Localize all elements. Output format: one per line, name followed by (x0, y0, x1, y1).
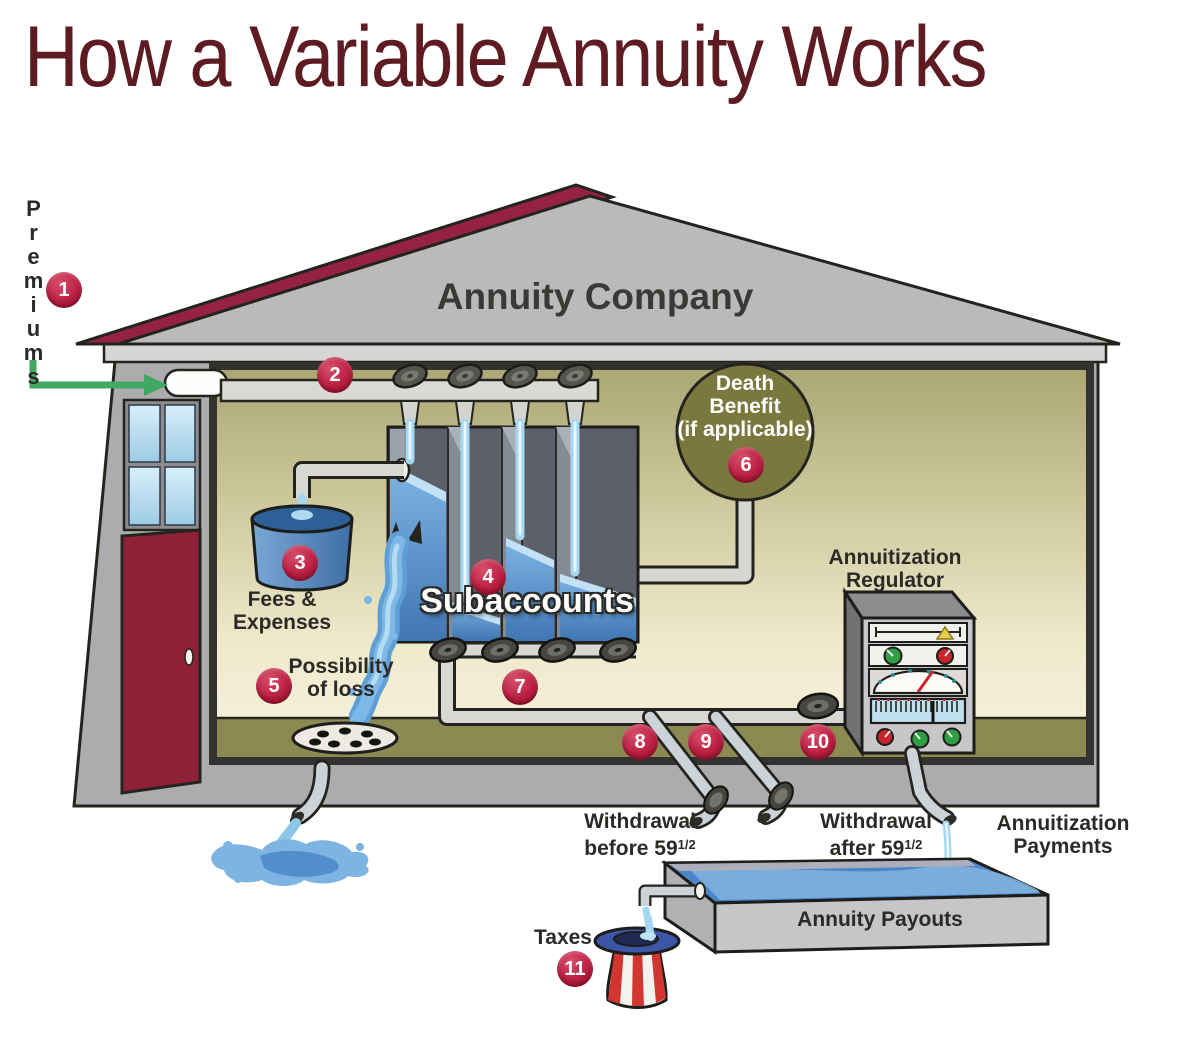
valve-wheel-icon (557, 363, 593, 389)
door-knob (184, 648, 194, 666)
linear-gauge-icon (869, 697, 967, 725)
valve-wheel-icon (447, 363, 483, 389)
pipe-flange-icon (694, 882, 706, 900)
death-benefit-pipe (628, 470, 755, 585)
loss-outlet-puddle (211, 759, 369, 886)
regulator-machine (842, 586, 978, 866)
annuity-payouts-label: Annuity Payouts (797, 908, 963, 931)
annuity-company-label: Annuity Company (436, 276, 754, 317)
taxes-label: Taxes (534, 926, 592, 949)
arrow-head-icon (144, 374, 168, 396)
step-badge-8: 8 (622, 724, 658, 760)
floor-drain (291, 721, 399, 755)
faucet-water-streams (405, 418, 580, 603)
loss-splash (346, 520, 422, 737)
step-badge-9: 9 (688, 724, 724, 760)
premium-arrow (29, 360, 229, 398)
step-badge-7: 7 (502, 669, 538, 705)
slider-pointer-icon (935, 625, 955, 640)
valve-wheel-icon (796, 692, 840, 720)
flange-valve-icon (768, 781, 794, 811)
door (120, 528, 202, 795)
step-badge-2: 2 (317, 357, 353, 393)
step-badge-3: 3 (282, 545, 318, 581)
roof (75, 183, 1121, 346)
half-superscript: 1/2 (904, 837, 923, 852)
step-badge-10: 10 (800, 724, 836, 760)
death-benefit-circle (675, 362, 815, 502)
valve-wheel-icon (392, 363, 428, 389)
flange-valve-icon (703, 785, 729, 815)
page-title: How a Variable Annuity Works (24, 9, 987, 105)
step-badge-6: 6 (728, 447, 764, 483)
step-badge-1: 1 (46, 272, 82, 308)
step-badge-5: 5 (256, 668, 292, 704)
half-superscript: 1/2 (677, 837, 696, 852)
valve-wheel-icon (429, 637, 467, 663)
withdrawal-spigots (642, 709, 794, 829)
step-badge-4: 4 (470, 559, 506, 595)
valve-wheel-icon (599, 637, 637, 663)
premiums-label: Premiums (21, 196, 46, 388)
inflow-pipe-faucets (219, 363, 600, 425)
valve-wheel-icon (481, 637, 519, 663)
withdrawal-before-label: Withdrawal before 591/2 (584, 810, 696, 860)
step-badge-11: 11 (557, 951, 593, 987)
valve-wheel-icon (538, 637, 576, 663)
uncle-sam-hat (593, 914, 681, 1009)
annuitization-payments-label: Annuitization Payments (996, 812, 1130, 858)
water-splash-icon (640, 932, 656, 940)
window (122, 398, 202, 532)
valve-wheel-icon (502, 363, 538, 389)
water-splash-icon (291, 510, 313, 520)
withdrawal-after-label: Withdrawal after 591/2 (820, 810, 932, 860)
death-benefit-label: Death Benefit (if applicable) (677, 372, 813, 441)
annuitization-regulator-label: Annuitization Regulator (828, 546, 962, 592)
possibility-of-loss-label: Possibility of loss (288, 655, 394, 701)
payout-trough (638, 857, 1050, 955)
subaccounts-label: Subaccounts (420, 582, 634, 620)
fees-expenses-label: Fees & Expenses (232, 588, 332, 634)
